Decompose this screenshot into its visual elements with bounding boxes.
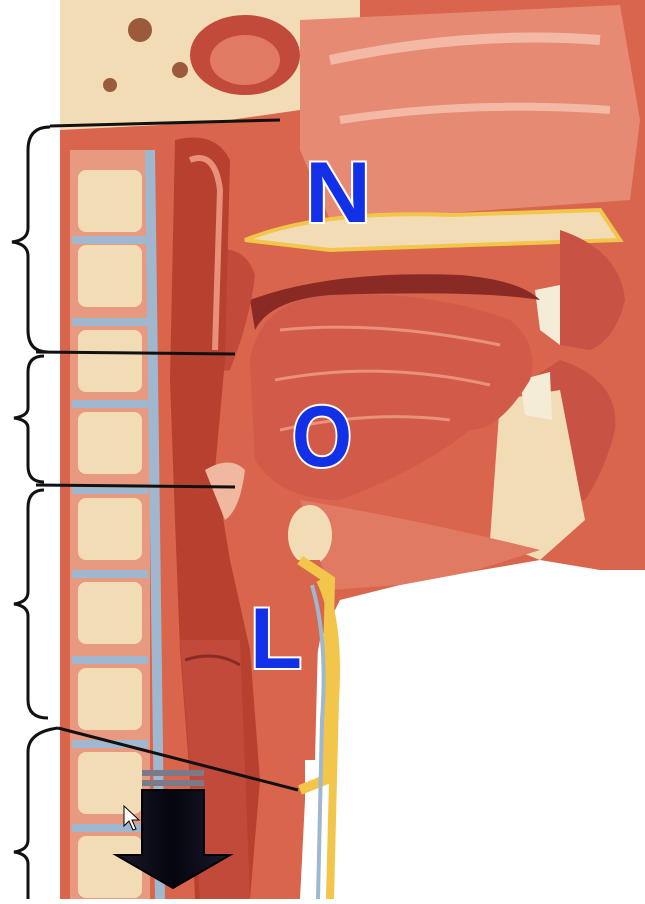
vertebra — [78, 330, 142, 392]
region-brackets — [12, 127, 58, 899]
arrow-stripe — [142, 770, 204, 776]
bone-pore — [103, 78, 117, 92]
hyoid-bone — [288, 505, 332, 565]
anatomy-illustration — [60, 0, 645, 899]
boundary-naso-oro — [36, 352, 235, 354]
intervertebral-disc — [72, 236, 148, 244]
vertebra — [78, 582, 142, 644]
boundary-oro-laryngo — [36, 485, 235, 487]
intervertebral-disc — [72, 318, 148, 326]
vertebra — [78, 752, 142, 814]
intervertebral-disc — [72, 570, 148, 578]
arrow-stripe — [142, 780, 204, 786]
intervertebral-disc — [72, 824, 148, 832]
bracket-laryngopharynx — [14, 490, 48, 718]
intervertebral-disc — [72, 400, 148, 408]
label-laryngopharynx: L — [250, 591, 302, 687]
vertebra — [78, 245, 142, 307]
vertebra — [78, 412, 142, 474]
bone-pore — [128, 18, 152, 42]
vertebra — [78, 836, 142, 898]
vertebra — [78, 170, 142, 232]
sinus-interior — [210, 35, 280, 85]
cervical-spine — [70, 150, 160, 899]
bracket-nasopharynx — [12, 127, 50, 352]
bracket-lower — [14, 728, 58, 899]
vertebra — [78, 498, 142, 560]
label-oropharynx: O — [292, 389, 352, 485]
vertebra — [78, 668, 142, 730]
bone-pore — [172, 62, 188, 78]
label-nasopharynx: N — [305, 145, 371, 241]
bracket-oropharynx — [14, 356, 44, 482]
intervertebral-disc — [72, 656, 148, 664]
